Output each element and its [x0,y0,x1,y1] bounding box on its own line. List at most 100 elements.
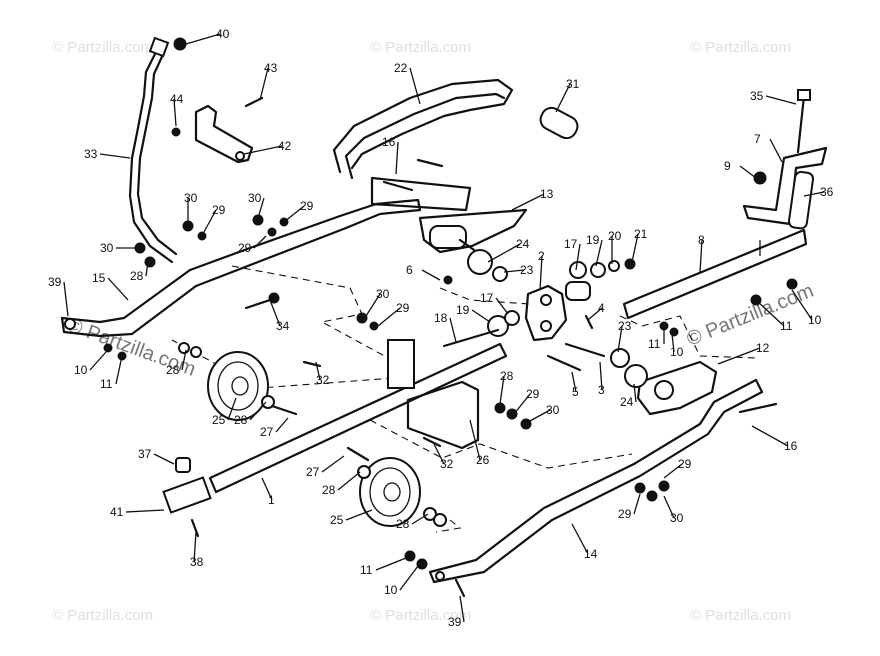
callout-28: 28 [166,349,187,377]
callout-leader-line [253,235,267,249]
callout-8: 8 [698,233,705,273]
callout-leader-line [243,145,283,155]
callout-leader-line [249,401,267,421]
callout-10: 10 [384,565,419,597]
callout-leader-line [315,361,321,381]
part-26-bracket [387,339,480,450]
callout-leader-line [487,243,521,263]
callout-3: 3 [598,361,605,397]
callout-33: 33 [84,147,131,161]
callout-leader-line [663,463,683,479]
callout-38: 38 [190,531,204,569]
callout-number: 40 [216,27,230,41]
callout-leader-line [145,261,149,277]
callout-number: 29 [396,301,410,315]
callout-30: 30 [248,191,265,219]
callout-leader-line [259,67,269,101]
callout-14: 14 [571,523,598,561]
callout-number: 6 [406,263,413,277]
callout-number: 37 [138,447,152,461]
callout-number: 29 [618,507,632,521]
callout-leader-line [765,95,797,105]
callout-number: 22 [394,61,408,75]
callout-number: 28 [166,363,180,377]
callout-leader-line [595,239,603,267]
callout-leader-line [365,293,381,317]
callout-leader-line [503,269,525,273]
callout-leader-line [739,165,757,179]
part-42-bracket [194,104,254,164]
callout-28: 28 [396,513,429,531]
callout-leader-line [555,83,571,113]
callout-number: 32 [440,457,454,471]
callout-29: 29 [238,235,267,255]
callout-leader-line [173,98,177,127]
watermark-bottom-right: © Partzilla.com [690,607,791,624]
callout-35: 35 [750,89,797,105]
callout-number: 32 [316,373,330,387]
callout-leader-line [399,565,419,591]
watermark-right-diagonal: © Partzilla.com [684,280,817,351]
callout-number: 28 [322,483,336,497]
callout-leader-line [791,289,813,321]
callout-leader-line [193,531,197,563]
callout-number: 34 [276,319,290,333]
callout-leader-line [527,409,551,423]
callout-29: 29 [283,199,314,223]
callout-32: 32 [433,443,454,471]
callout-16: 16 [382,135,399,175]
callout-number: 29 [526,387,540,401]
callout-leader-line [717,347,761,365]
callout-number: 21 [634,227,648,241]
callout-12: 12 [717,341,770,365]
callout-number: 26 [476,453,490,467]
callout-leader-line [153,453,175,465]
callout-number: 25 [212,413,226,427]
callout-24: 24 [487,237,530,263]
callout-number: 10 [74,363,88,377]
callout-leader-line [571,523,589,555]
callout-leader-line [617,325,623,353]
callout-44: 44 [170,92,184,127]
callout-number: 23 [520,263,534,277]
callout-number: 24 [516,237,530,251]
callout-15: 15 [92,271,129,301]
callout-number: 30 [248,191,262,205]
callout-11: 11 [755,299,793,333]
callout-28: 28 [322,471,361,497]
callout-leader-line [269,299,281,327]
callout-leader-line [699,239,703,273]
callout-leader-line [321,455,345,473]
callout-leader-line [803,191,825,197]
callout-6: 6 [406,263,441,281]
callout-leader-line [449,317,457,343]
callout-number: 16 [784,439,798,453]
callout-30: 30 [184,191,198,222]
callout-leader-line [633,493,641,515]
part-25-pulley-lower [359,457,421,527]
callout-25: 25 [212,397,237,427]
callout-number: 10 [384,583,398,597]
callout-number: 35 [750,89,764,103]
callout-9: 9 [724,159,757,179]
callout-leader-line [755,299,785,327]
callout-leader-line [107,277,129,301]
callout-29: 29 [663,457,692,479]
callout-leader-line [495,297,509,315]
part-15-lever-bar [60,198,422,338]
assembly-dashed-lines [171,265,759,533]
callout-number: 11 [360,563,373,577]
callout-number: 1 [268,493,275,507]
callout-number: 14 [584,547,598,561]
callout-number: 10 [670,345,684,359]
callout-number: 43 [264,61,278,75]
callout-number: 31 [566,77,580,91]
callout-leader-line [471,309,491,323]
callout-5: 5 [571,371,579,399]
callout-28: 28 [130,261,149,283]
callout-36: 36 [803,185,834,199]
callout-32: 32 [315,361,330,387]
callout-leader-line [511,193,545,211]
callout-number: 8 [698,233,705,247]
callout-number: 23 [618,319,632,333]
